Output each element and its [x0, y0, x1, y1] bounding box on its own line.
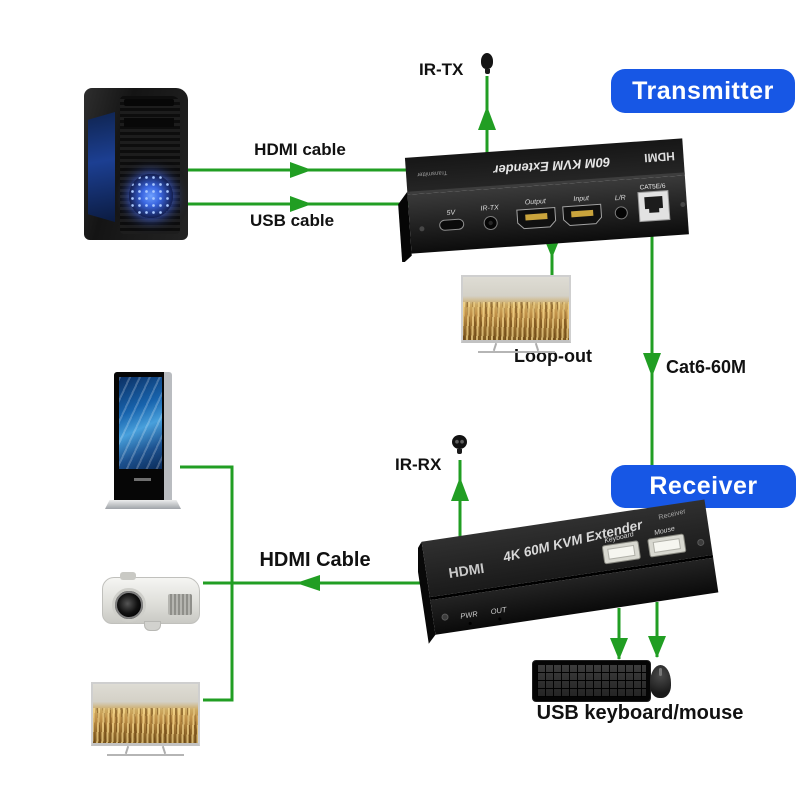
usb-keyboard — [532, 660, 651, 702]
usb-mouse-port-label: Mouse — [654, 525, 676, 537]
port-input-label: Input — [573, 195, 590, 203]
usb-c-port-icon — [439, 218, 465, 231]
signage-screen — [119, 377, 162, 469]
signage-display — [105, 372, 190, 512]
hdmi-cable-bottom-label: HDMI Cable — [259, 549, 371, 571]
out-led-label: OUT — [490, 605, 508, 616]
projector-foot — [144, 621, 161, 631]
pc-side-window — [88, 112, 115, 222]
loop-out-screen — [461, 275, 571, 343]
arrowhead-down — [643, 353, 661, 377]
signage-logo — [134, 478, 151, 481]
rj45-socket — [644, 195, 664, 213]
port-output-label: Output — [525, 198, 548, 207]
loop-out-label: Loop-out — [514, 346, 592, 366]
port-irtx-label: IR-TX — [480, 204, 499, 212]
tv-display — [91, 682, 200, 756]
arrowhead-right — [290, 196, 312, 212]
arrowhead-right — [290, 162, 312, 178]
hdmi-brand-logo: HDMI — [644, 149, 676, 165]
hdmi-input-pins — [571, 209, 594, 218]
usb-mouse-tongue — [652, 538, 682, 553]
receiver-edge — [429, 554, 714, 601]
transmitter-side-face — [398, 191, 412, 262]
keyboard-keys — [537, 665, 646, 697]
pc-tower — [84, 88, 188, 240]
port-lr-label: L/R — [615, 195, 626, 203]
ir-rx-head-icon — [452, 435, 467, 449]
hdmi-output-pins — [525, 213, 548, 221]
ir-rx-label: IR-RX — [395, 455, 442, 474]
usb-keyboard-mouse-label: USB keyboard/mouse — [536, 702, 744, 724]
ir-rx-stem — [457, 449, 462, 454]
ir-jack-hole — [488, 220, 493, 226]
ir-rx-receiver — [452, 435, 467, 454]
projector-top-button — [120, 572, 136, 580]
projector-vent-grille — [168, 594, 192, 615]
ir-tx-stem — [484, 69, 490, 74]
hdmi-brand-logo: HDMI — [447, 560, 485, 581]
signage-base — [105, 500, 181, 509]
out-led-icon — [498, 617, 502, 621]
arrowhead-left — [296, 575, 320, 591]
transmitter-edge — [407, 172, 685, 195]
ir-tx-head-icon — [481, 53, 493, 69]
screw-icon — [441, 613, 449, 621]
pc-led-fan — [129, 174, 173, 218]
pc-top-vent — [124, 99, 174, 106]
cat6-label: Cat6-60M — [666, 357, 747, 377]
tv-screen — [91, 682, 200, 746]
pwr-led-icon — [468, 621, 472, 626]
receiver-front-face — [430, 557, 719, 635]
ir-tx-label: IR-TX — [419, 60, 464, 79]
receiver-top-face — [421, 499, 713, 598]
projector-lens-icon — [112, 588, 146, 622]
screw-icon — [680, 202, 686, 208]
arrowhead-up — [478, 106, 496, 130]
screw-icon — [697, 538, 705, 546]
transmitter-badge: Transmitter — [611, 69, 795, 113]
transmitter-top-face — [404, 138, 685, 194]
hdmi-cable-label: HDMI cable — [254, 140, 346, 159]
ir-tx-emitter — [481, 53, 493, 74]
usb-keyboard-tongue — [607, 544, 636, 560]
monitor-base — [477, 351, 555, 353]
arrowhead-down — [648, 636, 666, 658]
audio-jack-icon — [614, 206, 628, 220]
monitor-base — [107, 754, 184, 756]
transmitter-role-text: Transmitter — [417, 169, 447, 177]
receiver-side-face — [418, 541, 436, 644]
loop-out-monitor — [461, 275, 571, 353]
transmitter-device: 60M KVM Extender Transmitter HDMI 5V IR-… — [398, 138, 689, 262]
projector — [102, 570, 200, 632]
arrowhead-down — [610, 638, 628, 660]
receiver-device: HDMI 4K 60M KVM Extender Receiver Keyboa… — [418, 499, 719, 644]
port-5v-label: 5V — [446, 209, 456, 217]
display-trunk-line — [180, 465, 234, 702]
pc-drive-bay — [124, 118, 174, 127]
port-cat5e6-label: CAT5E/6 — [639, 183, 666, 192]
arrowhead-up — [451, 477, 469, 501]
usb-cable-label: USB cable — [249, 211, 335, 230]
usb-mouse — [650, 665, 671, 698]
pwr-led-label: PWR — [460, 609, 479, 621]
screw-icon — [419, 226, 425, 232]
receiver-badge: Receiver — [611, 465, 796, 508]
